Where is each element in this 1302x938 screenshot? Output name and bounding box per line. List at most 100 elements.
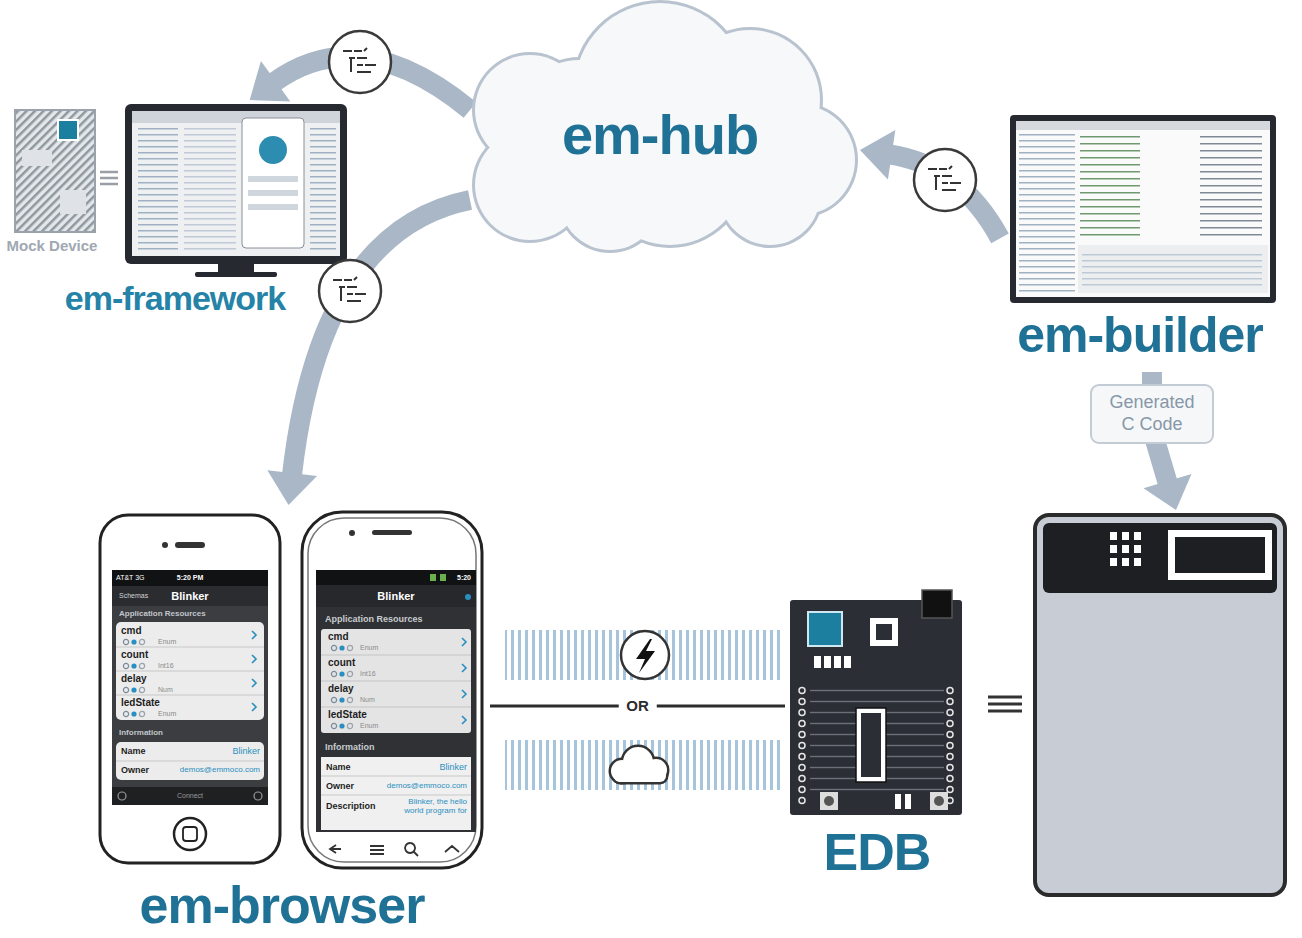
android-phone xyxy=(302,512,482,868)
builder-monitor xyxy=(1010,115,1276,303)
edb-board xyxy=(824,656,831,668)
target-board xyxy=(1134,532,1141,540)
edb-board xyxy=(808,612,842,646)
cloud-shape xyxy=(560,150,660,250)
edge-label: OR xyxy=(618,697,657,716)
framework-monitor xyxy=(259,136,287,164)
builder-monitor xyxy=(1082,252,1262,288)
bus-lines xyxy=(988,697,1022,711)
screen-text: ledState xyxy=(121,697,160,709)
target-board xyxy=(1035,515,1285,895)
arrow-head xyxy=(860,130,895,179)
builder-monitor xyxy=(1078,245,1268,293)
edb-board xyxy=(790,600,962,815)
screen-text: Int16 xyxy=(360,670,376,678)
screen-text: Int16 xyxy=(158,662,174,670)
screen-text: Information xyxy=(325,742,375,752)
mock-device xyxy=(60,190,86,214)
iphone xyxy=(123,687,144,692)
tool-node: em-framework xyxy=(55,100,350,325)
code-icon xyxy=(319,260,381,322)
target-board xyxy=(1043,523,1277,593)
builder-monitor xyxy=(1016,121,1270,130)
screen-text: 5:20 PM xyxy=(177,574,203,582)
link-bands xyxy=(621,631,669,679)
iphone xyxy=(183,827,197,841)
target-board xyxy=(1110,532,1117,540)
android-phone xyxy=(316,585,476,607)
iphone xyxy=(116,742,264,780)
framework-monitor xyxy=(248,176,298,182)
iphone xyxy=(116,647,264,695)
mock-device xyxy=(15,110,95,232)
target-board xyxy=(1035,515,1285,895)
framework-monitor xyxy=(248,190,298,196)
screen-text: Connect xyxy=(177,792,203,800)
framework-monitor xyxy=(132,111,340,123)
iphone xyxy=(123,663,144,668)
builder-monitor xyxy=(1019,134,1075,294)
screen-text: Enum xyxy=(360,644,378,652)
edb-board xyxy=(870,618,898,646)
code-output-arrow xyxy=(1144,474,1192,510)
edb-board xyxy=(797,685,807,806)
edb-board xyxy=(814,656,821,668)
node-title: EDB xyxy=(824,826,931,878)
iphone xyxy=(252,631,256,711)
cloud-shape xyxy=(475,3,855,250)
edb-board xyxy=(876,624,892,640)
node-title: em-hub xyxy=(562,107,758,163)
iphone xyxy=(118,792,126,800)
android-phone xyxy=(321,757,471,830)
arrow-head xyxy=(250,61,291,101)
android-phone xyxy=(465,594,471,600)
screen-text: Blinker, the hello world program for xyxy=(397,797,467,815)
link-bands xyxy=(636,639,655,673)
link-bands xyxy=(505,740,780,790)
screen-text: delay xyxy=(121,673,147,685)
mock-device xyxy=(15,110,118,232)
screen-text: Blinker xyxy=(232,746,260,756)
framework-monitor xyxy=(125,104,347,277)
target-board xyxy=(1122,558,1129,566)
target-board xyxy=(1134,558,1141,566)
screen-text: Owner xyxy=(121,765,149,775)
mock-device xyxy=(58,120,78,140)
screen-text: cmd xyxy=(328,631,349,643)
tag-text: Generated C Code xyxy=(1106,392,1198,435)
android-phone xyxy=(430,574,436,581)
iphone xyxy=(112,570,268,586)
target-board xyxy=(1175,537,1265,573)
link-bands xyxy=(611,747,667,782)
framework-monitor xyxy=(138,128,178,250)
node-title: em-browser xyxy=(140,879,425,931)
flow-arrow xyxy=(860,130,1000,238)
edb-board xyxy=(824,796,834,806)
android-phone xyxy=(440,574,446,581)
iphone xyxy=(112,586,268,606)
android-phone xyxy=(302,512,482,868)
builder-monitor xyxy=(1080,135,1262,237)
android-phone xyxy=(331,697,352,702)
target-board xyxy=(1110,545,1117,553)
flow-arrow xyxy=(267,200,470,505)
link-bands xyxy=(505,630,780,680)
edb-board xyxy=(905,794,911,809)
builder-monitor xyxy=(1016,121,1270,297)
target-board xyxy=(1122,545,1129,553)
iphone xyxy=(100,515,280,863)
output-tag: Generated C Code xyxy=(1090,384,1214,443)
android-phone xyxy=(316,570,476,585)
screen-text: Num xyxy=(158,686,173,694)
edb-board xyxy=(930,792,948,810)
iphone xyxy=(116,761,264,762)
screen-text: Application Resources xyxy=(119,609,206,618)
edb-board xyxy=(861,713,881,777)
screen-text: Enum xyxy=(360,722,378,730)
edb-board xyxy=(834,656,841,668)
framework-monitor xyxy=(125,104,347,264)
board-node: EDB xyxy=(785,595,965,885)
screen-text: 5:20 xyxy=(457,574,471,582)
android-phone xyxy=(321,776,471,795)
